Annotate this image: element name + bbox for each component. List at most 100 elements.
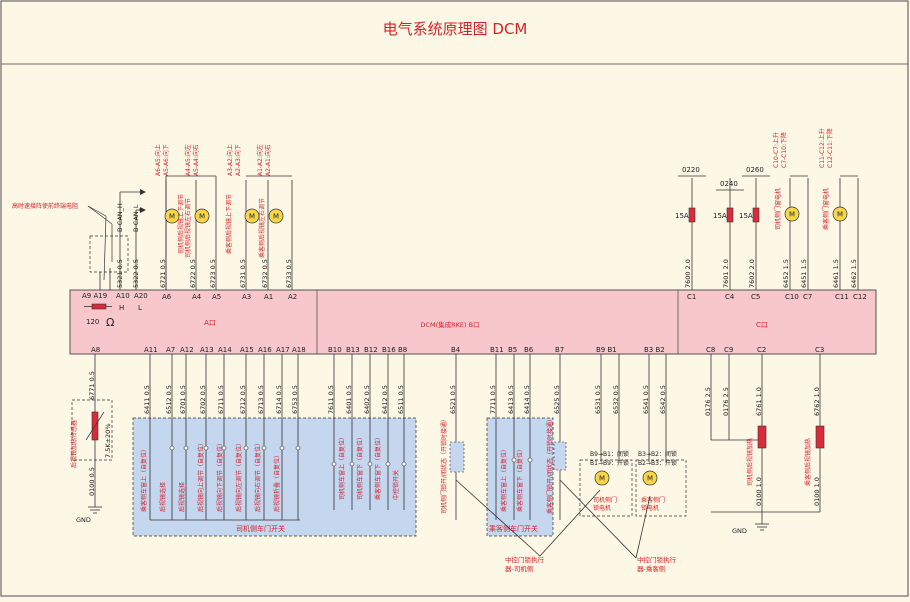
sensor-gnd-wire: 0100 0.5 — [88, 467, 96, 496]
can-pin-a20: A20 — [134, 292, 148, 300]
motor-label-1: 司机侧后视镜上下调节 — [177, 194, 185, 254]
wire-line — [635, 495, 651, 559]
window-motor-p: 乘客侧门窗电机 — [822, 188, 830, 230]
c-gnd-wire-2: 0100 1.0 — [813, 477, 821, 506]
a-bottom-wire: 6712 0.5 — [239, 385, 247, 414]
heater-driver-label: 司机侧后视镜加热 — [746, 438, 754, 486]
c-top-pin: C7 — [803, 293, 812, 301]
block-c-label: C口 — [756, 321, 768, 329]
a-bottom-wire: 6702 0.5 — [199, 385, 207, 414]
mirror-note-1: A5-A6:向下 — [162, 144, 170, 176]
c-bottom-wire: 0176 2.5 — [704, 387, 712, 416]
sensor-label: 后视镜加热传感器 — [70, 420, 78, 468]
motor-label-3: 乘客侧后视镜上下调节 — [225, 194, 233, 254]
a-bottom-pin: A11 — [144, 346, 158, 354]
a-bottom-pin: A18 — [292, 346, 306, 354]
passenger-switch-title: 乘客侧车门开关 — [489, 524, 538, 533]
actuator-driver-label: 中控门锁执行 — [505, 555, 545, 564]
a-bottom-pin: A14 — [218, 346, 232, 354]
driver-lock-box — [579, 459, 633, 517]
c-top-wire: 6462 1.5 — [850, 259, 858, 288]
mirror-note-4: A1-A2:向左 — [256, 144, 264, 176]
driver-switch-label: 后视镜折叠（自复位） — [273, 452, 281, 512]
window-note-p: C12-C11:下降 — [826, 128, 834, 168]
fuse-icon — [726, 207, 734, 223]
motor-glyph: M — [169, 213, 175, 221]
driver-switch-label: 后视镜向左调节（自复位） — [235, 440, 243, 512]
c-top-pin: C10 — [785, 293, 799, 301]
window-note-d: C10-C7:上升 — [772, 132, 780, 168]
motor-icon — [594, 470, 610, 486]
a-top-pin: A6 — [162, 293, 172, 301]
fuse-amp: 15A — [739, 212, 753, 220]
b-mid-wire: 7711 0.5 — [489, 385, 497, 414]
a-bottom-pin: A17 — [276, 346, 290, 354]
driver-lock-motor-label: 锁电机 — [593, 504, 611, 512]
switch-contact — [221, 445, 227, 451]
a-bottom-wire: 6753 0.5 — [291, 385, 299, 414]
a-bottom-pin: A12 — [180, 346, 194, 354]
c-bottom-pin: C8 — [706, 346, 715, 354]
window-motor-d: 司机侧门窗电机 — [774, 188, 782, 230]
a-bottom-wire: 6711 0.5 — [217, 385, 225, 414]
motor-icon — [194, 208, 210, 224]
a-bottom-wire: 6411 0.5 — [143, 385, 151, 414]
b-mid-pin: B5 — [508, 346, 517, 354]
switch-contact — [169, 445, 175, 451]
b-mid-pin: B11 — [490, 346, 504, 354]
b-bottom-pin: B8 — [398, 346, 407, 354]
window-note-p: C11-C12:上升 — [818, 128, 826, 168]
sensor-gnd: GND — [76, 516, 91, 524]
b4-wire: 6521 0.5 — [449, 385, 457, 414]
motor-glyph: M — [599, 475, 605, 483]
fuse-label: 0260 — [746, 166, 764, 174]
switch-contact — [527, 457, 533, 463]
switch-contact — [279, 445, 285, 451]
can-l-letter: L — [138, 304, 142, 312]
diagram-title: 电气系统原理图 DCM — [382, 20, 528, 38]
motor-icon — [268, 208, 284, 224]
b9-b1-note: B9→B1：闭锁 — [590, 450, 629, 458]
motor-icon — [642, 470, 658, 486]
a-top-pin: A4 — [192, 293, 202, 301]
fuse-icon — [752, 207, 760, 223]
a-bottom-pin: A16 — [258, 346, 272, 354]
switch-contact — [331, 461, 337, 467]
heater-driver-icon — [757, 425, 767, 449]
a-top-pin: A3 — [242, 293, 251, 301]
switch-contact — [385, 461, 391, 467]
switch-contact — [349, 461, 355, 467]
b7-wire: 6525 0.5 — [553, 385, 561, 414]
a-top-wire: 6721 0.5 — [159, 259, 167, 288]
b-bottom-pin: B16 — [382, 346, 396, 354]
c-top-pin: C1 — [687, 293, 696, 301]
fuse-amp: 15A — [675, 212, 689, 220]
motor-glyph: M — [199, 213, 205, 221]
driver-switch-label: 后视镜向右调节（自复位） — [254, 440, 262, 512]
c-bottom-wire: 6761 1.0 — [755, 387, 763, 416]
c-gnd-label: GND — [732, 527, 747, 535]
c-bottom-pin: C9 — [724, 346, 733, 354]
motor-glyph: M — [273, 213, 279, 221]
actuator-passenger-label: 器-乘客侧 — [637, 564, 665, 573]
a-top-wire: 6723 0.5 — [209, 259, 217, 288]
b3-wire: 6541 0.5 — [642, 385, 650, 414]
fuse-label: 0220 — [682, 166, 700, 174]
a8-wire: 6771 0.5 — [88, 371, 96, 400]
mirror-note-1: A6-A5:向上 — [154, 144, 162, 176]
b-bottom-wire: 6511 0.5 — [397, 385, 405, 414]
switch-contact — [183, 445, 189, 451]
switch-contact — [401, 461, 407, 467]
c-top-pin: C12 — [853, 293, 867, 301]
terminating-label: 高时速接阵使前终端电阻 — [12, 202, 78, 210]
driver-switch-b-label: 乘客侧车窗下（自复位） — [374, 434, 382, 500]
actuator-passenger-label: 中控门锁执行 — [637, 555, 677, 564]
heater-passenger-label: 乘客侧后视镜加热 — [804, 438, 812, 486]
b3-b2-note: B3→B2：闭锁 — [638, 450, 677, 458]
driver-switch-label: 后视镜选择 — [178, 482, 186, 512]
switch-contact — [261, 445, 267, 451]
motor-icon — [832, 206, 848, 222]
